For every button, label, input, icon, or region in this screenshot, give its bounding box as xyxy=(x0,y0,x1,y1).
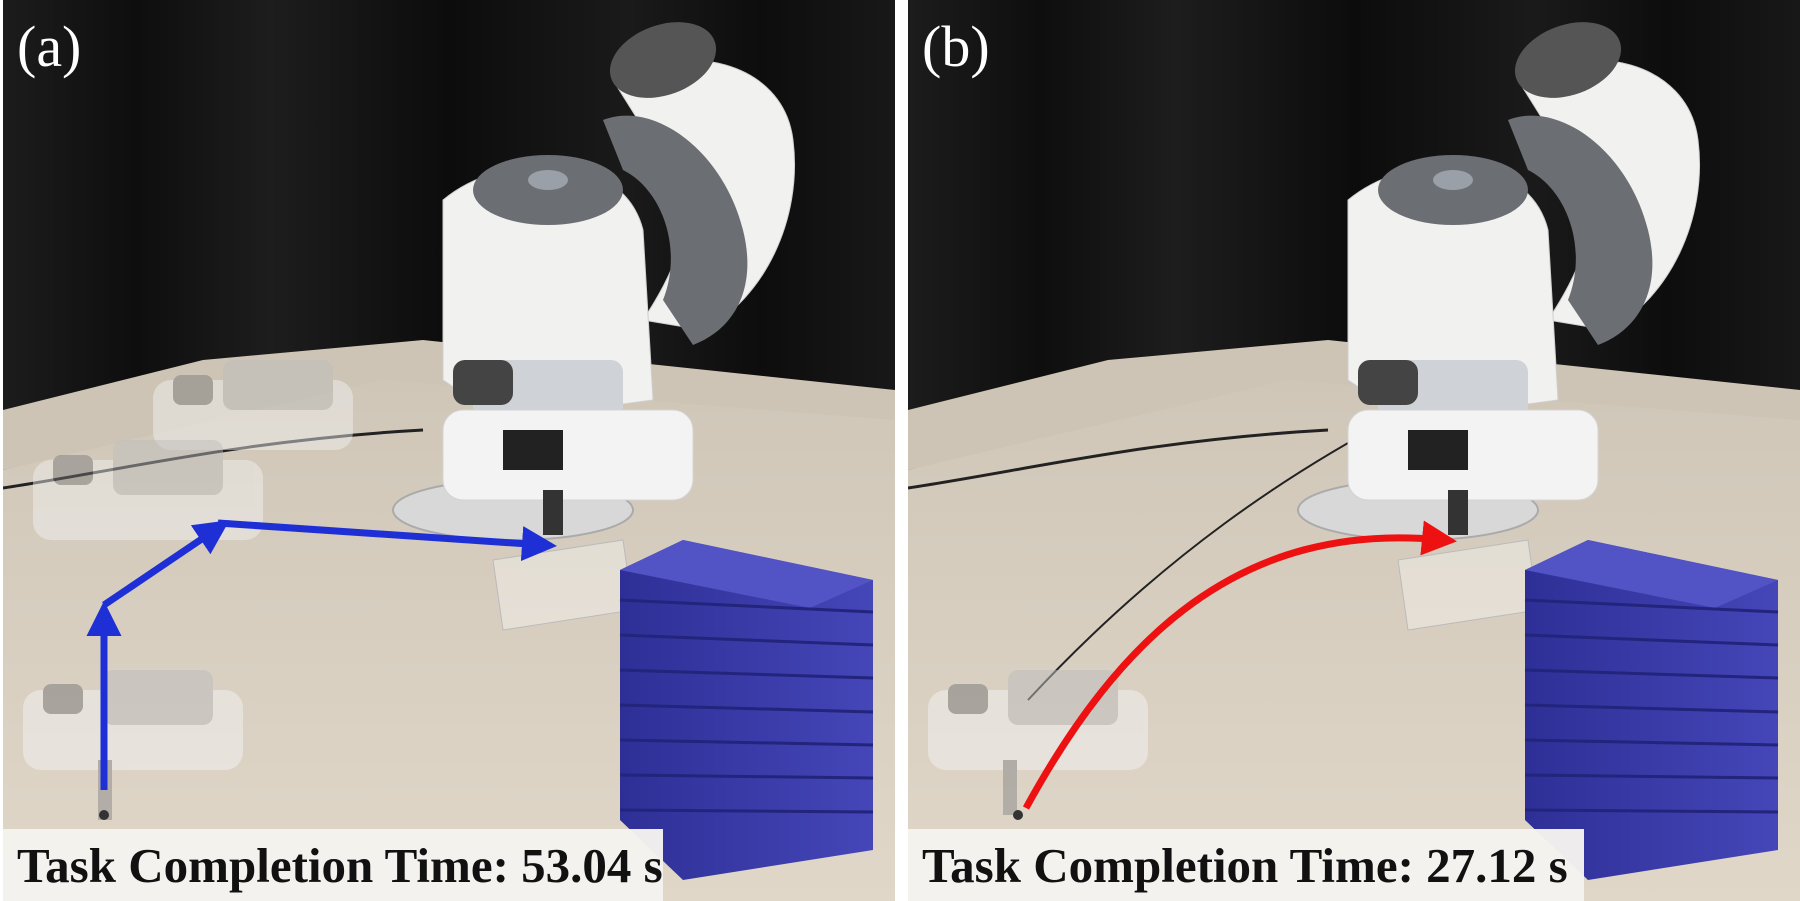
trajectory-b xyxy=(1022,520,1457,810)
panel-a: (a) Task Completion Time: 53.04 s xyxy=(3,0,895,901)
robot-arm xyxy=(442,22,795,535)
robot-arm xyxy=(1347,22,1700,535)
ghost-gripper-bottom xyxy=(23,670,243,820)
ghost-gripper-top xyxy=(153,360,353,450)
blue-box-stack xyxy=(1524,540,1779,880)
scene-b xyxy=(908,0,1800,901)
trajectory-a-segment-3 xyxy=(217,519,557,562)
table-edge xyxy=(908,340,1800,470)
ghost-gripper-mid xyxy=(33,440,263,540)
scene-a xyxy=(3,0,895,901)
panel-label-b: (b) xyxy=(922,14,990,79)
trajectory-a xyxy=(86,519,557,790)
panel-label-a: (a) xyxy=(17,14,82,79)
task-completion-time-a: Task Completion Time: 53.04 s xyxy=(3,829,663,901)
table-edge xyxy=(3,340,895,470)
panel-b: (b) Task Completion Time: 27.12 s xyxy=(908,0,1800,901)
trajectory-a-segment-2 xyxy=(102,520,230,608)
blue-box-stack xyxy=(619,540,874,880)
task-completion-time-b: Task Completion Time: 27.12 s xyxy=(908,829,1584,901)
